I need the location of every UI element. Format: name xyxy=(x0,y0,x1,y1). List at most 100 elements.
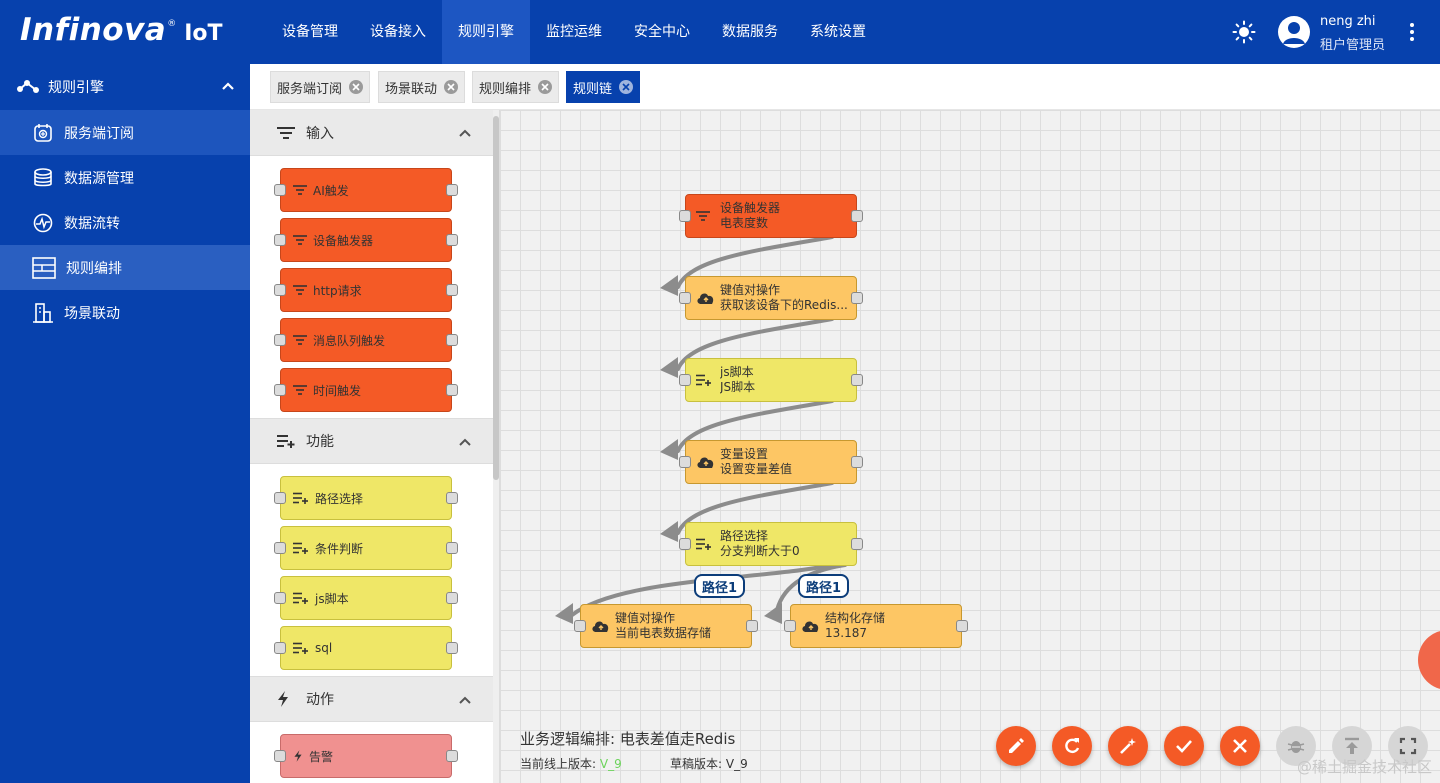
wire-arrow xyxy=(764,603,782,624)
sidebar-section-rule-engine[interactable]: 规则引擎 xyxy=(0,64,250,110)
nav-device-management[interactable]: 设备管理 xyxy=(282,24,338,40)
palette-category-input[interactable]: 输入 xyxy=(250,110,494,156)
output-port[interactable] xyxy=(446,334,458,346)
sidebar-item-data-source[interactable]: 数据源管理 xyxy=(0,155,250,200)
nav-rule-engine[interactable]: 规则引擎 xyxy=(442,0,530,64)
nav-monitoring[interactable]: 监控运维 xyxy=(546,24,602,40)
nav-security-center[interactable]: 安全中心 xyxy=(634,24,690,40)
sidebar-item-scene-linkage[interactable]: 场景联动 xyxy=(0,290,250,335)
input-port[interactable] xyxy=(274,234,286,246)
output-port[interactable] xyxy=(446,184,458,196)
close-icon[interactable] xyxy=(538,80,553,94)
palette-node-js-script[interactable]: js脚本 xyxy=(274,576,458,620)
sidebar-item-rule-orchestration[interactable]: 规则编排 xyxy=(0,245,250,290)
input-port[interactable] xyxy=(679,456,691,468)
palette-node-path-select[interactable]: 路径选择 xyxy=(274,476,458,520)
input-port[interactable] xyxy=(274,284,286,296)
input-port[interactable] xyxy=(784,620,796,632)
output-port[interactable] xyxy=(746,620,758,632)
output-port[interactable] xyxy=(851,292,863,304)
flow-node-kv-get[interactable]: 键值对操作获取该设备下的Redis... xyxy=(679,276,863,320)
discard-button[interactable] xyxy=(1220,726,1260,766)
tab-rule-chain[interactable]: 规则链 xyxy=(566,71,641,103)
output-port[interactable] xyxy=(446,542,458,554)
user-name[interactable]: neng zhi xyxy=(1320,14,1376,29)
chevron-up-icon[interactable] xyxy=(458,435,472,449)
refresh-button[interactable] xyxy=(1052,726,1092,766)
palette-scrollbar[interactable] xyxy=(493,110,499,783)
output-port[interactable] xyxy=(446,642,458,654)
input-port[interactable] xyxy=(679,210,691,222)
close-icon[interactable] xyxy=(619,80,634,94)
fullscreen-button[interactable] xyxy=(1388,726,1428,766)
output-port[interactable] xyxy=(446,492,458,504)
path-badge[interactable]: 路径1 xyxy=(798,574,850,598)
palette-node-condition[interactable]: 条件判断 xyxy=(274,526,458,570)
output-port[interactable] xyxy=(446,384,458,396)
input-port[interactable] xyxy=(274,184,286,196)
output-port[interactable] xyxy=(446,592,458,604)
chevron-up-icon[interactable] xyxy=(220,78,236,94)
input-port[interactable] xyxy=(274,334,286,346)
input-port[interactable] xyxy=(679,292,691,304)
edit-button[interactable] xyxy=(996,726,1036,766)
palette-node-ai-trigger[interactable]: AI触发 xyxy=(274,168,458,212)
publish-button[interactable] xyxy=(1332,726,1372,766)
flow-node-kv-store[interactable]: 键值对操作当前电表数据存储 xyxy=(574,604,758,648)
apply-button[interactable] xyxy=(1164,726,1204,766)
input-port[interactable] xyxy=(274,642,286,654)
path-badge[interactable]: 路径1 xyxy=(694,574,746,598)
tab-scene-linkage[interactable]: 场景联动 xyxy=(378,71,466,103)
input-port[interactable] xyxy=(274,750,286,762)
output-port[interactable] xyxy=(446,750,458,762)
scrollbar-thumb[interactable] xyxy=(493,116,499,480)
theme-toggle-icon[interactable] xyxy=(1232,20,1256,44)
close-icon[interactable] xyxy=(444,80,459,94)
nav-device-access[interactable]: 设备接入 xyxy=(370,24,426,40)
flow-node-path-select[interactable]: 路径选择分支判断大于0 xyxy=(679,522,863,566)
tab-rule-orchestration[interactable]: 规则编排 xyxy=(472,71,560,103)
pencil-icon xyxy=(1009,738,1024,753)
flow-node-variable-set[interactable]: 变量设置设置变量差值 xyxy=(679,440,863,484)
cloud-upload-icon xyxy=(801,619,823,633)
palette-category-function[interactable]: 功能 xyxy=(250,418,494,464)
sidebar-item-data-flow[interactable]: 数据流转 xyxy=(0,200,250,245)
input-port[interactable] xyxy=(274,542,286,554)
side-drawer-handle[interactable] xyxy=(1418,630,1440,690)
output-port[interactable] xyxy=(851,210,863,222)
output-port[interactable] xyxy=(851,374,863,386)
input-port[interactable] xyxy=(679,538,691,550)
debug-button[interactable] xyxy=(1276,726,1316,766)
input-port[interactable] xyxy=(274,492,286,504)
palette-node-mq-trigger[interactable]: 消息队列触发 xyxy=(274,318,458,362)
palette-category-action[interactable]: 动作 xyxy=(250,676,494,722)
palette-node-timer-trigger[interactable]: 时间触发 xyxy=(274,368,458,412)
output-port[interactable] xyxy=(851,456,863,468)
sidebar-item-server-subscription[interactable]: 服务端订阅 xyxy=(0,110,250,155)
palette-node-device-trigger[interactable]: 设备触发器 xyxy=(274,218,458,262)
close-icon[interactable] xyxy=(349,80,364,94)
tab-server-subscription[interactable]: 服务端订阅 xyxy=(270,71,371,103)
output-port[interactable] xyxy=(851,538,863,550)
avatar-icon[interactable] xyxy=(1278,16,1310,48)
palette-node-alarm[interactable]: 告警 xyxy=(274,734,458,778)
input-port[interactable] xyxy=(274,384,286,396)
chevron-up-icon[interactable] xyxy=(458,693,472,707)
nav-data-service[interactable]: 数据服务 xyxy=(722,24,778,40)
palette-node-http-request[interactable]: http请求 xyxy=(274,268,458,312)
output-port[interactable] xyxy=(956,620,968,632)
output-port[interactable] xyxy=(446,234,458,246)
flow-node-device-trigger[interactable]: 设备触发器电表度数 xyxy=(679,194,863,238)
palette-node-sql[interactable]: sql xyxy=(274,626,458,670)
more-vertical-icon[interactable] xyxy=(1400,20,1424,44)
input-port[interactable] xyxy=(679,374,691,386)
input-port[interactable] xyxy=(574,620,586,632)
nav-system-settings[interactable]: 系统设置 xyxy=(810,24,866,40)
output-port[interactable] xyxy=(446,284,458,296)
chevron-up-icon[interactable] xyxy=(458,126,472,140)
auto-layout-button[interactable] xyxy=(1108,726,1148,766)
input-port[interactable] xyxy=(274,592,286,604)
